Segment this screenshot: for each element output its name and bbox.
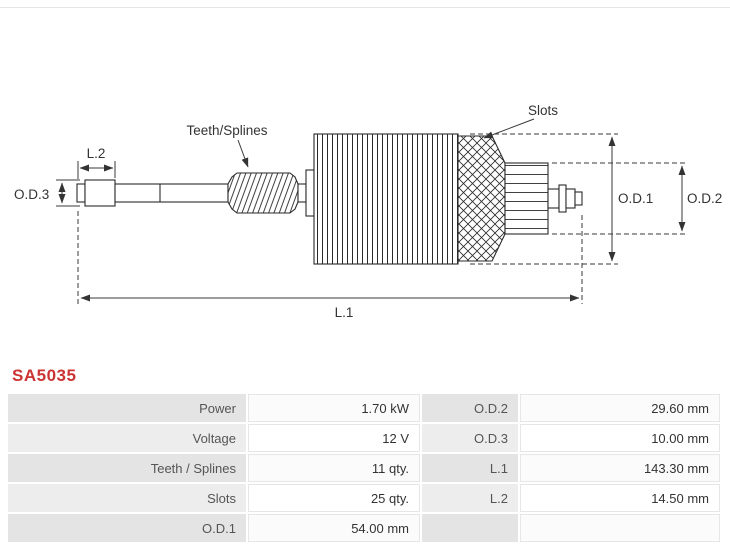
spec-value: 54.00 mm (248, 514, 420, 542)
spec-label: O.D.1 (8, 514, 246, 542)
top-divider (0, 7, 730, 8)
spec-label (422, 514, 518, 542)
product-page: L.2 O.D.3 Teeth/Splines Slots O.D.1 O.D.… (0, 7, 730, 542)
spec-label: Power (8, 394, 246, 422)
armature-diagram: L.2 O.D.3 Teeth/Splines Slots O.D.1 O.D.… (14, 103, 722, 320)
diagram-area: L.2 O.D.3 Teeth/Splines Slots O.D.1 O.D.… (0, 8, 730, 360)
spline-section (227, 172, 299, 214)
commutator (504, 162, 549, 235)
shaft-left-end (76, 183, 86, 203)
table-row: Voltage 12 V O.D.3 10.00 mm (8, 424, 722, 452)
spec-label: Teeth / Splines (8, 454, 246, 482)
label-od2: O.D.2 (687, 191, 722, 206)
table-row: O.D.1 54.00 mm (8, 514, 722, 542)
label-od3: O.D.3 (14, 187, 49, 202)
spec-value: 10.00 mm (520, 424, 720, 452)
shaft-l2-section (84, 179, 116, 207)
spec-value: 143.30 mm (520, 454, 720, 482)
armature-body (76, 133, 583, 265)
spec-value: 29.60 mm (520, 394, 720, 422)
shaft-left (114, 183, 229, 203)
label-teeth-splines: Teeth/Splines (186, 123, 267, 138)
table-row: Power 1.70 kW O.D.2 29.60 mm (8, 394, 722, 422)
armature-core (313, 133, 459, 265)
spec-label: L.2 (422, 484, 518, 512)
spec-value: 14.50 mm (520, 484, 720, 512)
label-l1: L.1 (335, 305, 354, 320)
table-row: Slots 25 qty. L.2 14.50 mm (8, 484, 722, 512)
label-l2: L.2 (87, 146, 106, 161)
dimension-lines (56, 118, 688, 304)
spec-label: O.D.3 (422, 424, 518, 452)
spec-value: 1.70 kW (248, 394, 420, 422)
label-od1: O.D.1 (618, 191, 653, 206)
spec-value (520, 514, 720, 542)
part-number: SA5035 (12, 366, 77, 385)
spec-label: L.1 (422, 454, 518, 482)
winding-section (457, 135, 506, 262)
label-slots: Slots (528, 103, 558, 118)
collar (305, 169, 315, 217)
spec-value: 12 V (248, 424, 420, 452)
spec-value: 25 qty. (248, 484, 420, 512)
spec-table: Power 1.70 kW O.D.2 29.60 mm Voltage 12 … (8, 394, 722, 542)
shaft-right-end (574, 191, 583, 206)
spec-label: O.D.2 (422, 394, 518, 422)
spec-label: Voltage (8, 424, 246, 452)
spec-value: 11 qty. (248, 454, 420, 482)
table-row: Teeth / Splines 11 qty. L.1 143.30 mm (8, 454, 722, 482)
spec-label: Slots (8, 484, 246, 512)
